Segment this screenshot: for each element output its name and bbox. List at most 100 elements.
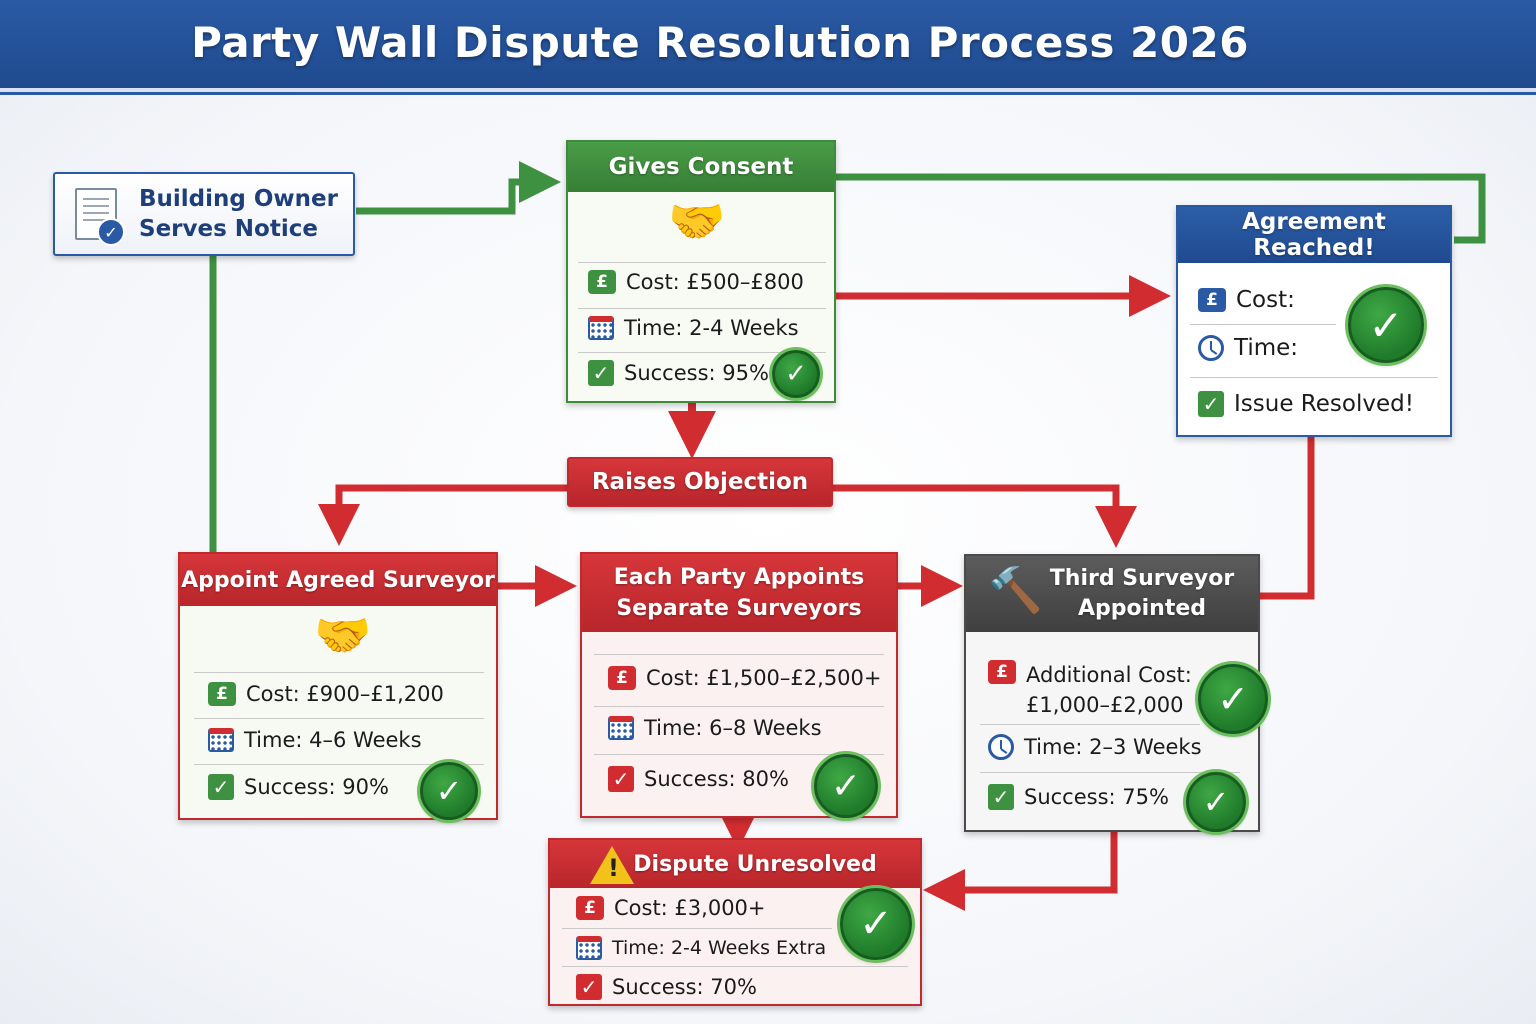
third-cost-line1: Additional Cost:: [1026, 663, 1192, 687]
check-icon: ✓: [1198, 391, 1224, 417]
separate-title-line2: Separate Surveyors: [616, 596, 862, 621]
pound-icon: £: [988, 660, 1016, 684]
gavel-icon: 🔨: [988, 565, 1043, 616]
check-icon: ✓: [208, 774, 234, 800]
arrow-objection-to-agreed: [318, 484, 567, 546]
separate-title-line1: Each Party Appoints: [613, 565, 865, 590]
arrow-notice-to-consent: [356, 161, 561, 215]
check-icon: ✓: [988, 784, 1014, 810]
agreement-cost-row: £ Cost:: [1198, 287, 1295, 313]
separate-time-row: Time: 6–8 Weeks: [608, 716, 822, 740]
node-separate-surveyors: Each Party Appoints Separate Surveyors £…: [580, 552, 898, 818]
agreement-time-row: Time:: [1198, 335, 1298, 361]
objection-title: Raises Objection: [569, 459, 831, 505]
divider: [594, 754, 884, 755]
unresolved-cost-row: £ Cost: £3,000+: [576, 896, 766, 920]
consent-time: Time: 2-4 Weeks: [624, 316, 799, 340]
arrow-consent-to-agreement: [836, 173, 1486, 244]
consent-time-row: Time: 2-4 Weeks: [588, 316, 799, 340]
divider: [562, 928, 832, 929]
agreement-cost: Cost:: [1236, 287, 1295, 313]
header-divider: [0, 88, 1536, 92]
divider: [594, 654, 884, 655]
arrow-third-to-agreement: [1260, 437, 1315, 600]
agreed-success-row: ✓ Success: 90%: [208, 774, 389, 800]
consent-cost: Cost: £500–£800: [626, 270, 804, 294]
pound-icon: £: [608, 666, 636, 690]
divider: [578, 352, 826, 353]
document-check-icon: ✓: [75, 188, 125, 246]
third-time: Time: 2–3 Weeks: [1024, 735, 1202, 759]
node-appoint-agreed-surveyor: Appoint Agreed Surveyor 🤝 £ Cost: £900–£…: [178, 552, 498, 820]
third-cost-line2: £1,000–£2,000: [1026, 693, 1184, 717]
separate-cost-row: £ Cost: £1,500–£2,500+: [608, 666, 882, 690]
arrow-objection-to-third: [833, 484, 1137, 548]
node-raises-objection: Raises Objection: [567, 457, 833, 507]
consent-title: Gives Consent: [568, 142, 834, 192]
divider: [1190, 377, 1438, 378]
unresolved-success: Success: 70%: [612, 975, 757, 999]
separate-success-row: ✓ Success: 80%: [608, 766, 789, 792]
consent-success: Success: 95%: [624, 361, 769, 385]
notice-label-line1: Building Owner: [139, 186, 338, 212]
agreed-cost: Cost: £900–£1,200: [246, 682, 444, 706]
third-title-line1: Third Surveyor: [1049, 566, 1235, 591]
separate-time: Time: 6–8 Weeks: [644, 716, 822, 740]
header-bar: [0, 0, 1536, 88]
calendar-icon: [208, 728, 234, 752]
agreed-time: Time: 4–6 Weeks: [244, 728, 422, 752]
divider: [1190, 324, 1336, 325]
agreement-resolved-row: ✓ Issue Resolved!: [1198, 391, 1414, 417]
third-title: Third Surveyor Appointed: [966, 556, 1258, 632]
handshake-icon: 🤝: [668, 194, 726, 248]
divider: [980, 724, 1200, 725]
agreed-success: Success: 90%: [244, 775, 389, 799]
success-badge-icon: ✓: [772, 350, 820, 398]
divider: [194, 672, 484, 673]
warning-icon: !: [590, 846, 634, 884]
unresolved-cost: Cost: £3,000+: [614, 896, 766, 920]
check-icon: ✓: [576, 974, 602, 1000]
divider: [194, 718, 484, 719]
separate-title: Each Party Appoints Separate Surveyors: [582, 554, 896, 632]
divider: [562, 966, 908, 967]
success-badge-icon: ✓: [420, 762, 478, 820]
agreement-resolved: Issue Resolved!: [1234, 391, 1414, 417]
pound-icon: £: [208, 682, 236, 706]
third-cost-row: £ Additional Cost: £1,000–£2,000: [988, 660, 1192, 720]
success-badge-icon: ✓: [814, 754, 878, 818]
node-serves-notice: ✓ Building Owner Serves Notice: [53, 172, 355, 256]
unresolved-success-row: ✓ Success: 70%: [576, 974, 757, 1000]
separate-cost: Cost: £1,500–£2,500+: [646, 666, 882, 690]
success-badge-icon: ✓: [1348, 287, 1424, 363]
success-badge-icon: ✓: [1186, 772, 1246, 832]
calendar-icon: [576, 936, 602, 960]
arrow-third-to-unresolved: [923, 832, 1118, 911]
agreed-title: Appoint Agreed Surveyor: [180, 554, 496, 606]
success-badge-icon: ✓: [840, 888, 912, 960]
handshake-icon: 🤝: [314, 608, 372, 662]
third-success-row: ✓ Success: 75%: [988, 784, 1169, 810]
node-dispute-unresolved: Dispute Unresolved ! £ Cost: £3,000+ Tim…: [548, 838, 922, 1006]
success-badge-icon: ✓: [1198, 664, 1268, 734]
separate-success: Success: 80%: [644, 767, 789, 791]
divider: [594, 706, 884, 707]
consent-cost-row: £ Cost: £500–£800: [588, 270, 804, 294]
calendar-icon: [608, 716, 634, 740]
pound-icon: £: [1198, 288, 1226, 312]
node-gives-consent: Gives Consent 🤝 £ Cost: £500–£800 Time: …: [566, 140, 836, 403]
divider: [578, 262, 826, 263]
agreed-cost-row: £ Cost: £900–£1,200: [208, 682, 444, 706]
node-agreement-reached: Agreement Reached! £ Cost: Time: ✓ Issue…: [1176, 205, 1452, 437]
consent-success-row: ✓ Success: 95%: [588, 360, 769, 386]
unresolved-time-row: Time: 2-4 Weeks Extra: [576, 936, 826, 960]
check-icon: ✓: [588, 360, 614, 386]
pound-icon: £: [588, 270, 616, 294]
third-title-line2: Appointed: [1077, 596, 1207, 621]
agreed-time-row: Time: 4–6 Weeks: [208, 728, 422, 752]
unresolved-time: Time: 2-4 Weeks Extra: [612, 937, 827, 959]
divider: [980, 772, 1240, 773]
agreement-time: Time:: [1234, 335, 1299, 361]
pound-icon: £: [576, 896, 604, 920]
